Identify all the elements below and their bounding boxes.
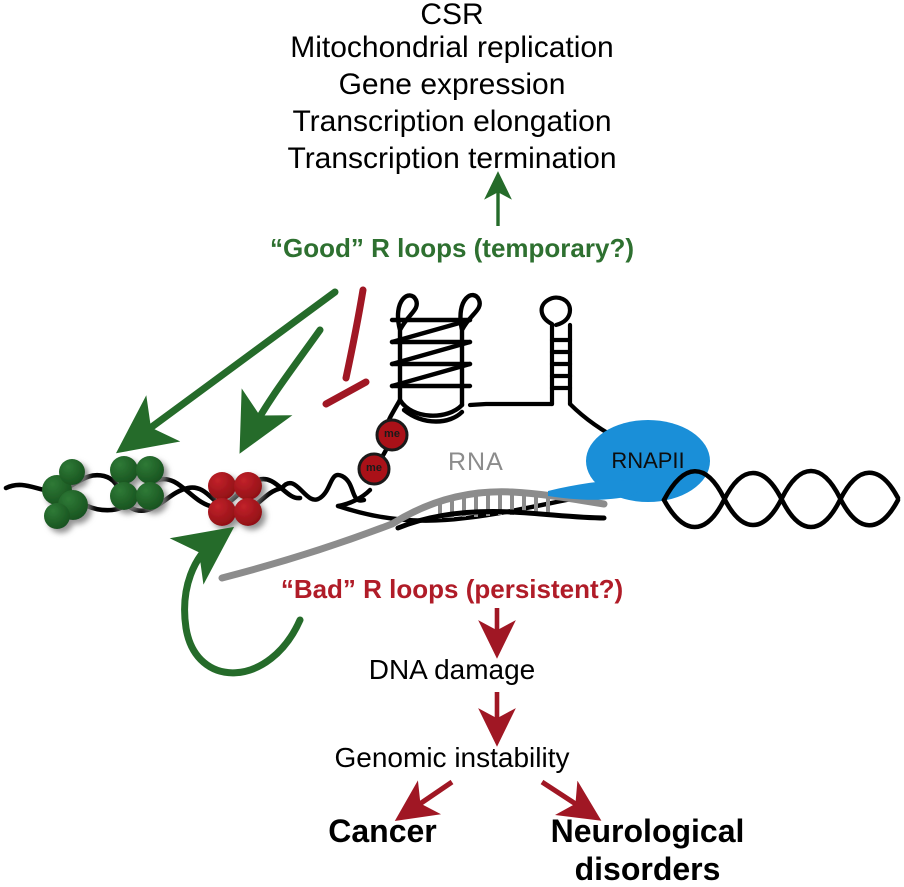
dna-strand-to-methyl bbox=[335, 397, 403, 509]
arrow-good-to-active-chromatin-1 bbox=[115, 288, 339, 454]
rna-hairpin bbox=[467, 295, 627, 445]
methyl-label-upper: me bbox=[384, 428, 400, 440]
dna-damage-label: DNA damage bbox=[368, 654, 536, 685]
outcome-line-transcription-elongation: Transcription elongation bbox=[292, 105, 612, 138]
outcome-line-transcription-termination: Transcription termination bbox=[287, 142, 617, 175]
rna-dna-hybrid bbox=[218, 488, 608, 582]
outcome-line-mitochondrial: Mitochondrial replication bbox=[290, 31, 614, 64]
arrow-good-to-active-chromatin-2 bbox=[239, 326, 324, 454]
arrow-instability-to-neurological bbox=[540, 779, 602, 821]
arrow-instability-to-cancer bbox=[394, 779, 454, 822]
methyl-label-lower: me bbox=[366, 462, 382, 474]
methyl-mark-lower bbox=[357, 452, 391, 486]
outcome-line-gene-expression: Gene expression bbox=[338, 68, 566, 101]
arrow-inhibit-methylation bbox=[322, 286, 370, 408]
neurological-disorders-label-line2: disorders bbox=[574, 851, 721, 887]
chromatin-supercoil bbox=[279, 472, 367, 503]
methyl-mark-upper bbox=[375, 418, 409, 452]
outcome-line-csr: CSR bbox=[420, 0, 484, 31]
rloop-dna-ladder bbox=[389, 293, 482, 424]
genomic-instability-label: Genomic instability bbox=[334, 742, 570, 773]
dna-double-helix-right bbox=[661, 468, 901, 530]
rna-label: RNA bbox=[448, 448, 504, 476]
arrow-bad-feedback-to-chromatin bbox=[169, 526, 304, 677]
nucleosome-repressed-1 bbox=[208, 472, 262, 526]
bad-rloops-label: “Bad” R loops (persistent?) bbox=[280, 574, 624, 604]
nucleosome-active-1 bbox=[42, 459, 88, 529]
good-rloops-label: “Good” R loops (temporary?) bbox=[270, 233, 634, 263]
rnapii-label: RNAPII bbox=[611, 448, 685, 473]
nucleosome-active-2 bbox=[110, 456, 164, 510]
